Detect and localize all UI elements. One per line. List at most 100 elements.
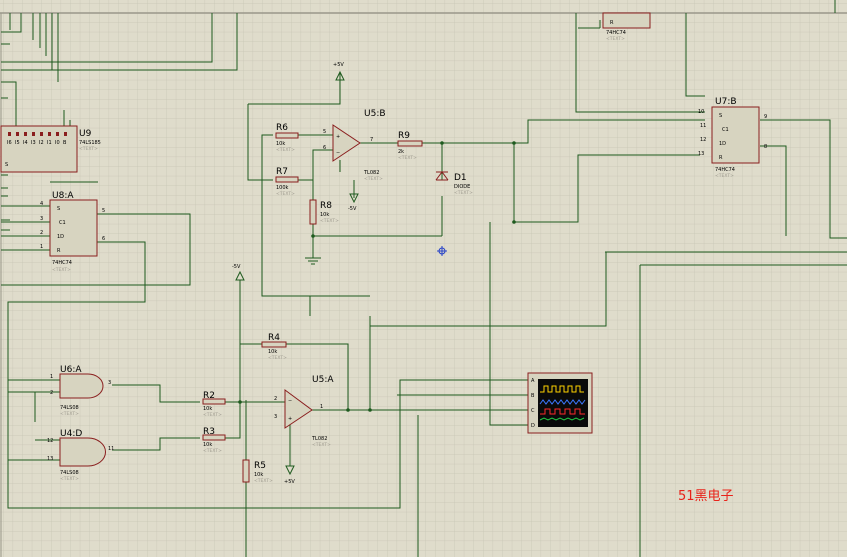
r9-text: <TEXT> <box>398 155 417 161</box>
r4-resistor[interactable]: R4 10k <TEXT> <box>261 333 287 361</box>
u9-chip[interactable]: I6 I5 I4 I3 I2 I1 I0 B S U9 74LS185 <TEX… <box>0 125 101 173</box>
d1-ref: D1 <box>454 173 467 183</box>
u8a-pin-2: 2 <box>40 230 43 236</box>
junction-dots <box>238 141 516 412</box>
u7top-value: 74HC74 <box>606 30 626 36</box>
scope-channel-a: A <box>531 378 535 384</box>
u8a-pin-1: 1 <box>40 244 43 250</box>
r9-resistor[interactable]: R9 2k <TEXT> <box>397 131 423 161</box>
u6a-and-gate[interactable]: U6:A 1 2 3 74LS08 <TEXT> <box>50 365 111 417</box>
d1-value: DIODE <box>454 184 470 190</box>
r6-resistor[interactable]: R6 10k <TEXT> <box>275 123 299 153</box>
u9-value: 74LS185 <box>79 140 101 146</box>
u5b-minus: − <box>336 150 340 156</box>
u7b-pin-13: 13 <box>698 151 704 157</box>
u9-pin-row <box>8 132 67 136</box>
u9-pin-bit-5: I1 <box>47 140 52 146</box>
u7b-pin-9: 9 <box>764 114 767 120</box>
r2-value: 10k <box>203 406 212 412</box>
u8a-pin-s: S <box>57 206 60 212</box>
u4d-pin-11: 11 <box>108 446 114 452</box>
u7top-flipflop[interactable]: R 74HC74 <TEXT> <box>602 12 651 42</box>
u8a-pin-4: 4 <box>40 201 43 207</box>
u7b-ref: U7:B <box>715 97 737 107</box>
u8a-pin-6: 6 <box>102 236 105 242</box>
u5a-vplus-arrow <box>285 465 295 476</box>
u4d-ref: U4:D <box>60 429 82 439</box>
r5-resistor[interactable]: R5 10k <TEXT> <box>242 459 273 484</box>
vminus-arrow-left <box>235 270 245 281</box>
oscilloscope[interactable]: A B C D <box>527 372 593 434</box>
u9-pin-bit-1: I5 <box>15 140 20 146</box>
u6a-pin-3: 3 <box>108 380 111 386</box>
u7b-pin-r: R <box>719 155 723 161</box>
u6a-pin-1: 1 <box>50 374 53 380</box>
u5b-plus: + <box>336 134 340 140</box>
r3-resistor[interactable]: R3 10k <TEXT> <box>202 427 226 454</box>
u8a-pin-r: R <box>57 248 61 254</box>
r8-value: 10k <box>320 212 329 218</box>
d1-diode[interactable]: D1 DIODE <TEXT> <box>435 171 473 196</box>
u9-pin-bit-3: I3 <box>31 140 36 146</box>
vminus-label-left: -5V <box>232 264 241 270</box>
r7-resistor[interactable]: R7 100k <TEXT> <box>275 167 299 197</box>
u5a-pin-1: 1 <box>320 404 323 410</box>
u7b-pin-8: 8 <box>764 144 767 150</box>
u6a-value: 74LS08 <box>60 405 79 411</box>
u6a-pin-2: 2 <box>50 390 53 396</box>
r8-ref: R8 <box>320 201 332 211</box>
r9-value: 2k <box>398 149 404 155</box>
d1-text: <TEXT> <box>454 190 473 196</box>
ground-symbol <box>305 257 321 265</box>
u4d-and-gate[interactable]: U4:D 12 13 11 74LS08 <TEXT> <box>47 429 114 482</box>
u5a-value: TL082 <box>311 436 327 442</box>
u5b-ref: U5:B <box>364 109 386 119</box>
r3-value: 10k <box>203 442 212 448</box>
u5b-pin-5: 5 <box>323 129 326 135</box>
r5-ref: R5 <box>254 461 266 471</box>
u7top-text: <TEXT> <box>606 36 625 42</box>
trace-d <box>539 417 585 421</box>
u8a-pin-3: 3 <box>40 216 43 222</box>
r4-value: 10k <box>268 349 277 355</box>
u7b-flipflop[interactable]: U7:B 10 11 12 13 S C1 1D R 9 8 74HC74 <T… <box>698 97 767 179</box>
u5b-pin-7: 7 <box>370 137 373 143</box>
r8-resistor[interactable]: R8 10k <TEXT> <box>309 199 339 225</box>
scope-channel-c: C <box>531 408 535 414</box>
u8a-pin-d: 1D <box>57 234 64 240</box>
u5b-value: TL082 <box>363 170 379 176</box>
scope-channel-b: B <box>531 393 535 399</box>
r2-ref: R2 <box>203 391 215 401</box>
u5a-ref: U5:A <box>312 375 334 385</box>
u5a-opamp[interactable]: U5:A − + 2 3 1 TL082 <TEXT> +5V <box>274 375 334 485</box>
u5b-vplus-arrow <box>335 70 345 81</box>
r3-text: <TEXT> <box>203 448 222 454</box>
u5a-plus: + <box>288 416 292 422</box>
u8a-pin-clk: C1 <box>59 220 66 226</box>
u8a-flipflop[interactable]: U8:A 4 3 2 1 S C1 1D R 5 6 74HC74 <TEXT> <box>40 191 105 273</box>
r9-ref: R9 <box>398 131 410 141</box>
u5a-text: <TEXT> <box>312 442 331 448</box>
u6a-ref: U6:A <box>60 365 82 375</box>
u6a-text: <TEXT> <box>60 411 79 417</box>
u5b-vminus-label: -5V <box>348 206 357 212</box>
trace-b <box>539 399 586 405</box>
u7b-pin-d: 1D <box>719 141 726 147</box>
r6-ref: R6 <box>276 123 288 133</box>
u4d-pin-13: 13 <box>47 456 53 462</box>
u5b-opamp[interactable]: +5V U5:B + − 5 6 7 TL082 <TEXT> -5V <box>323 62 386 212</box>
u9-text: <TEXT> <box>79 146 98 152</box>
u9-pin-bit-6: I0 <box>55 140 60 146</box>
u5a-pin-2: 2 <box>274 396 277 402</box>
u8a-pin-5: 5 <box>102 208 105 214</box>
probe-marker[interactable] <box>437 246 447 256</box>
watermark: 51黑电子 <box>678 489 734 504</box>
u7b-value: 74HC74 <box>715 167 735 173</box>
u9-pin-bit-7: B <box>63 140 67 146</box>
r8-text: <TEXT> <box>320 218 339 224</box>
r2-resistor[interactable]: R2 10k <TEXT> <box>202 391 226 418</box>
r4-ref: R4 <box>268 333 280 343</box>
